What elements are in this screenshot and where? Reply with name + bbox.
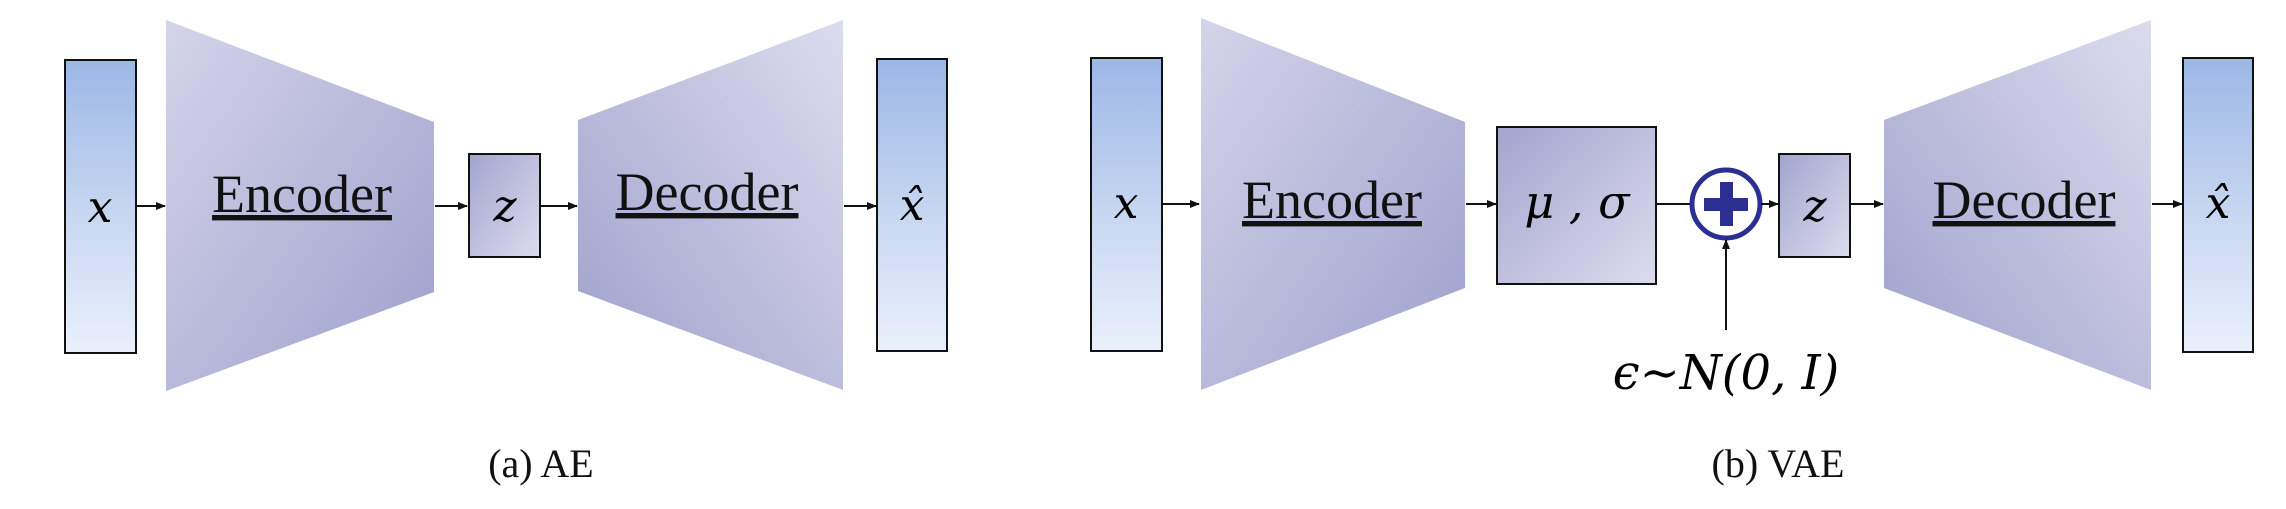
ae-diagram: x Encoder z Decoder x̂ (a) AE: [64, 20, 948, 486]
ae-decoder-shape: [578, 20, 843, 390]
ae-caption: (a) AE: [488, 441, 594, 486]
plus-icon: [1689, 167, 1763, 241]
vae-input-block: [1090, 57, 1163, 352]
ae-latent-block: [468, 153, 541, 258]
vae-input-label: x: [1114, 178, 1139, 229]
vae-noise-label: ϵ∼N(0, I): [1613, 345, 1840, 401]
vae-latent-block: [1778, 153, 1851, 258]
ae-input-label: x: [88, 182, 113, 233]
vae-decoder-label: Decoder: [1933, 170, 2116, 230]
vae-output-label: x̂: [2206, 178, 2231, 229]
vae-encoder-shape: [1201, 18, 1465, 390]
vae-decoder-shape: [1884, 20, 2151, 390]
vae-latent-label: z: [1802, 181, 1827, 232]
ae-decoder-label: Decoder: [616, 162, 799, 222]
ae-output-label: x̂: [900, 180, 925, 231]
vae-params-label: μ , σ: [1524, 175, 1631, 229]
vae-output-block: [2182, 57, 2254, 353]
vae-params-block: [1496, 126, 1657, 285]
ae-encoder-shape: [166, 20, 434, 391]
vae-diagram: x Encoder μ , σ ϵ∼N(0, I) z Decoder x̂ (…: [1090, 18, 2254, 486]
vae-encoder-label: Encoder: [1242, 170, 1422, 230]
ae-latent-label: z: [492, 181, 517, 232]
vae-caption: (b) VAE: [1712, 441, 1845, 486]
ae-input-block: [64, 59, 137, 354]
ae-output-block: [876, 58, 948, 352]
ae-encoder-label: Encoder: [212, 164, 392, 224]
